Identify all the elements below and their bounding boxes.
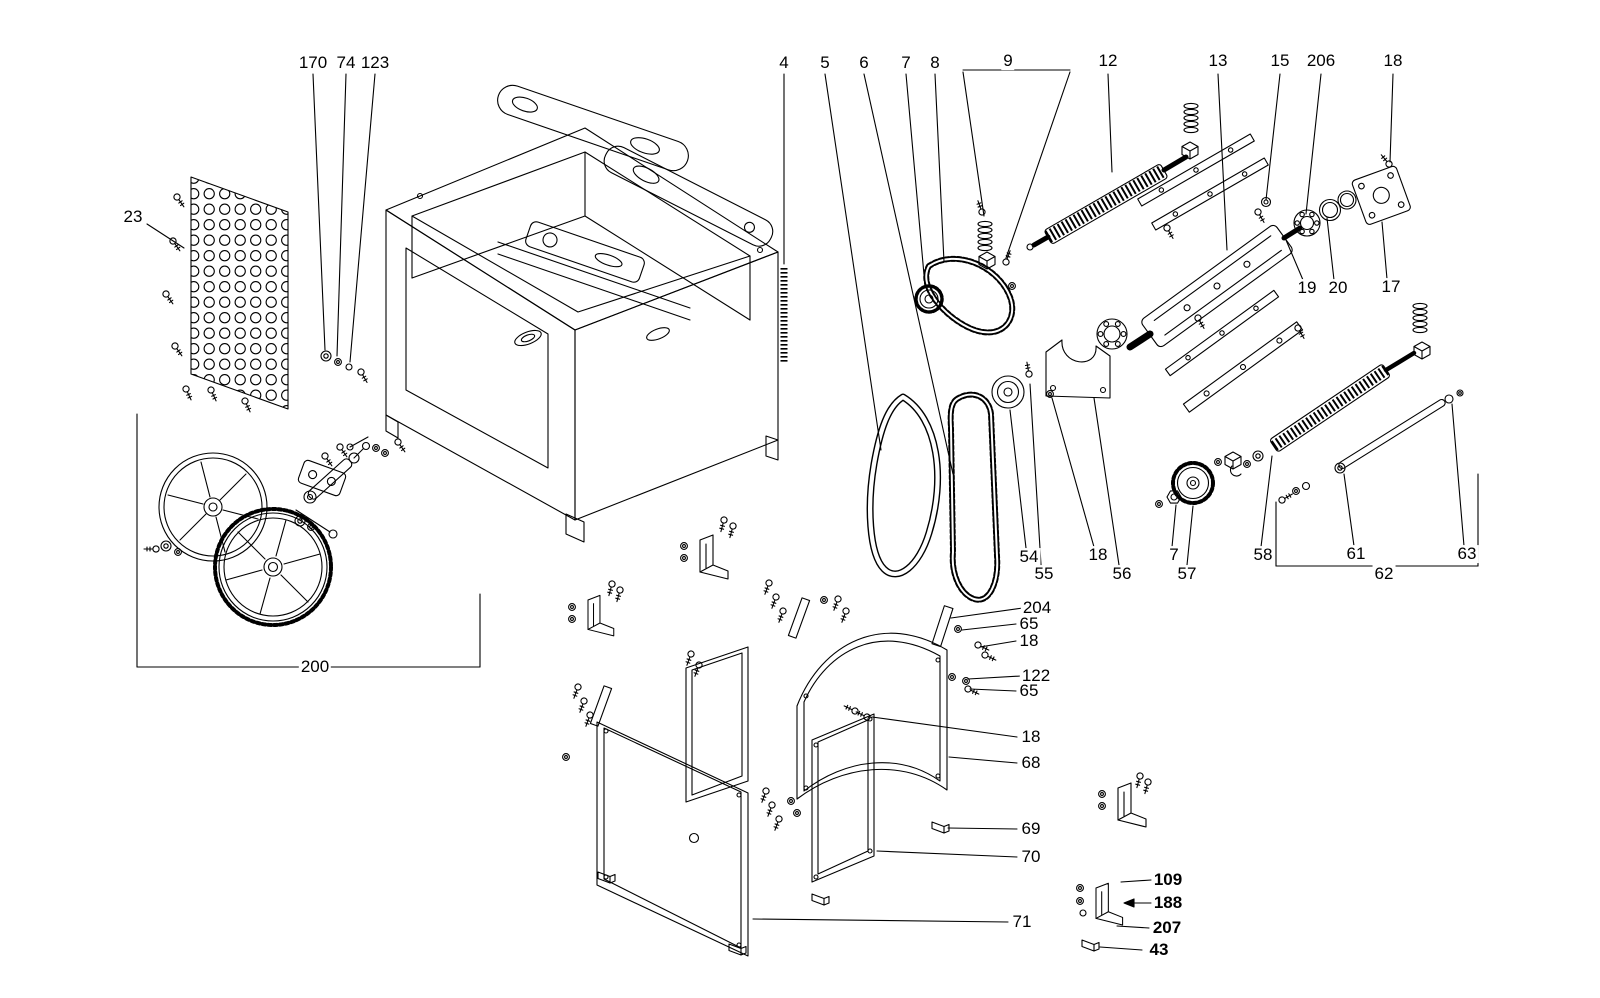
side-panel — [811, 713, 875, 883]
callout-18-30: 18 — [1017, 631, 1041, 651]
callout-69-35: 69 — [1019, 819, 1043, 839]
front-door-panel — [596, 721, 749, 957]
callout-43-42: 43 — [1147, 940, 1171, 960]
callout-65-32: 65 — [1017, 681, 1041, 701]
mounting-bracket-a — [680, 515, 738, 580]
callout-7-6: 7 — [899, 53, 913, 73]
callout-18-20: 18 — [1086, 545, 1110, 565]
handwheel-assembly — [143, 436, 408, 627]
callout-58-24: 58 — [1251, 545, 1275, 565]
callout-57-23: 57 — [1175, 564, 1199, 584]
callout-207-41: 207 — [1150, 918, 1184, 938]
callout-65-29: 65 — [1017, 614, 1041, 634]
tension-spring-right — [1412, 302, 1431, 360]
callout-7-22: 7 — [1167, 545, 1181, 565]
depth-rod — [1334, 389, 1464, 474]
callout-18-33: 18 — [1019, 727, 1043, 747]
callout-56-21: 56 — [1110, 564, 1134, 584]
callout-200-38: 200 — [298, 657, 332, 677]
callout-70-36: 70 — [1019, 847, 1043, 867]
callout-204-28: 204 — [1020, 598, 1054, 618]
callout-5-4: 5 — [818, 53, 832, 73]
outfeed-roller — [1214, 350, 1417, 477]
leader-lines — [136, 69, 1479, 951]
callout-63-26: 63 — [1455, 544, 1479, 564]
curved-guard-panel — [796, 632, 948, 800]
callout-9-8: 9 — [1001, 51, 1015, 71]
callout-8-7: 8 — [928, 53, 942, 73]
guard-fastener-cluster — [931, 605, 998, 698]
callout-13-10: 13 — [1206, 51, 1230, 71]
callout-74-1: 74 — [334, 53, 358, 73]
callout-122-31: 122 — [1019, 666, 1053, 686]
callout-123-2: 123 — [358, 53, 392, 73]
callout-20-16: 20 — [1326, 278, 1350, 298]
panel-fasteners — [562, 578, 851, 832]
foot-clips — [597, 821, 950, 956]
knife-bars-lower — [1162, 207, 1308, 413]
callout-206-12: 206 — [1304, 51, 1338, 71]
callout-62-27: 62 — [1372, 564, 1396, 584]
feed-roller — [1026, 102, 1199, 251]
callout-71-37: 71 — [1010, 912, 1034, 932]
chain-sprocket — [1155, 461, 1215, 508]
drive-belt — [866, 393, 942, 578]
callout-6-5: 6 — [857, 53, 871, 73]
callout-109-39: 109 — [1151, 870, 1185, 890]
mounting-bracket-b — [568, 579, 625, 637]
perforated-plate — [161, 176, 289, 414]
tensioner-chain — [914, 255, 1016, 336]
machine-frame — [385, 84, 779, 543]
callout-54-18: 54 — [1017, 547, 1041, 567]
callout-15-11: 15 — [1268, 51, 1292, 71]
knife-bars-upper — [1137, 133, 1269, 231]
callout-55-19: 55 — [1032, 564, 1056, 584]
rear-panel — [685, 646, 749, 803]
callout-19-15: 19 — [1295, 278, 1319, 298]
roller-fasteners — [1277, 481, 1311, 505]
callout-68-34: 68 — [1019, 753, 1043, 773]
motor-pulley — [991, 361, 1054, 409]
callout-188-40: 188 — [1151, 893, 1185, 913]
mounting-bracket-c — [1098, 771, 1153, 828]
cutterblock — [1096, 224, 1303, 351]
callout-23-14: 23 — [121, 207, 145, 227]
mounting-bracket-d — [1076, 882, 1124, 952]
callout-61-25: 61 — [1344, 544, 1368, 564]
drive-chain — [947, 391, 1001, 603]
frame-fasteners-left — [320, 350, 371, 385]
right-bearing-parts — [1260, 152, 1411, 237]
callout-12-9: 12 — [1096, 51, 1120, 71]
callout-170-0: 170 — [296, 53, 330, 73]
callout-4-3: 4 — [777, 53, 791, 73]
callout-17-17: 17 — [1379, 277, 1403, 297]
bearing-bracket — [1045, 339, 1111, 399]
callout-18-13: 18 — [1381, 51, 1405, 71]
